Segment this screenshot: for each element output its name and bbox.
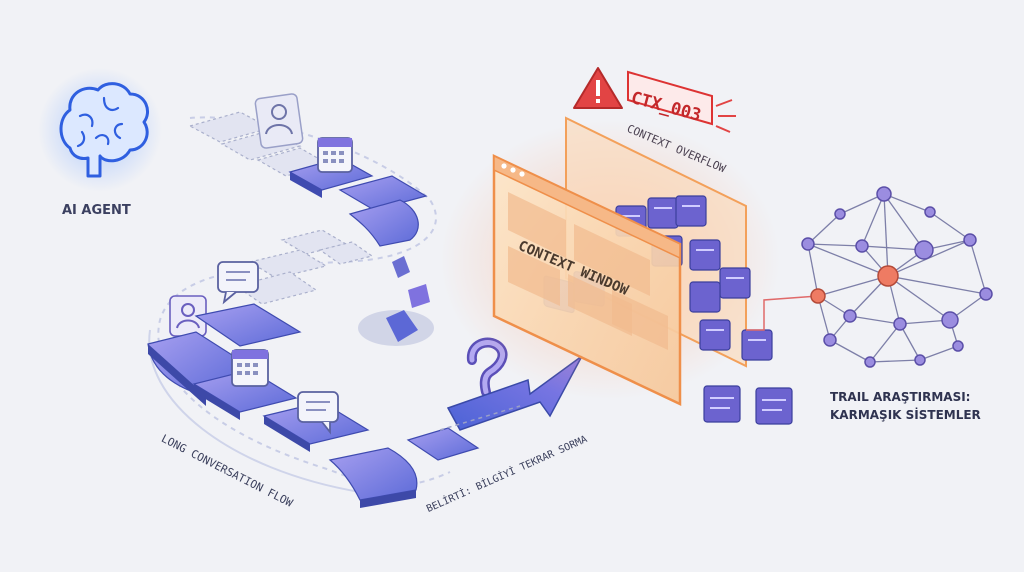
warning-icon — [573, 67, 623, 109]
trail-label: TRAIL ARAŞTIRMASI: KARMAŞIK SİSTEMLER — [830, 388, 981, 424]
error-code-box — [627, 70, 736, 133]
brain-icon — [38, 68, 162, 192]
calendar-icon — [317, 137, 353, 173]
chat-icon — [217, 261, 259, 305]
agent-label: AI AGENT — [62, 203, 131, 218]
chat-icon-secondary — [297, 391, 339, 435]
network-graph-icon — [801, 186, 993, 368]
falling-fragments — [358, 256, 434, 346]
network-connector — [746, 295, 819, 331]
calendar-icon-secondary — [231, 349, 269, 387]
conversation-tiles-lower — [147, 303, 480, 508]
user-icon — [254, 93, 304, 149]
trail-label-line2: KARMAŞIK SİSTEMLER — [830, 408, 981, 422]
context-window-panel — [492, 154, 682, 406]
trail-label-line1: TRAIL ARAŞTIRMASI: — [830, 390, 971, 404]
conversation-tiles-upper — [288, 157, 428, 247]
